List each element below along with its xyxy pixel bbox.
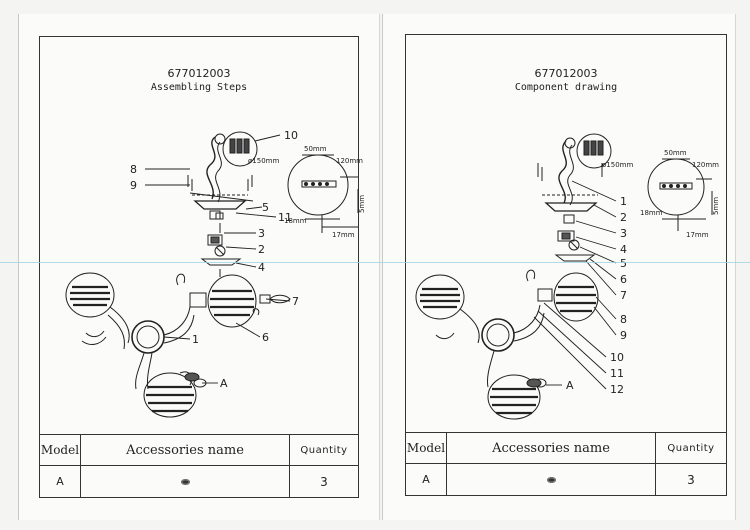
bottom-shade <box>143 371 207 418</box>
dim-17: 17mm <box>686 231 709 239</box>
dim-diameter: ø150mm <box>248 157 279 165</box>
header-quantity: Quantity <box>300 444 348 456</box>
dim-120: 120mm <box>692 161 719 169</box>
label-10: 10 <box>610 351 624 364</box>
accessory-a <box>184 372 200 382</box>
cell-quantity: 3 <box>687 472 695 487</box>
model-number: 677012003 <box>534 67 598 80</box>
label-5: 5 <box>620 257 627 270</box>
label-3: 3 <box>620 227 627 240</box>
canopy-dimension-circle <box>647 158 713 231</box>
left-shade <box>65 272 130 350</box>
accessories-table: Model Accessories name Quantity A 3 <box>406 432 726 495</box>
bottom-shade <box>487 374 547 420</box>
header-accessories: Accessories name <box>81 435 290 465</box>
screw-icon <box>180 478 190 485</box>
component-frame: 677012003 Component drawing <box>405 34 727 496</box>
header-accessories: Accessories name <box>447 433 656 463</box>
screw-icon <box>546 476 556 483</box>
component-subtitle: Component drawing <box>514 82 618 93</box>
cell-accessory <box>81 466 290 497</box>
assembly-frame: 677012003 Assembling Steps <box>39 36 366 498</box>
label-1: 1 <box>192 333 199 346</box>
mounting-parts <box>200 234 242 277</box>
component-diagram: 1 2 3 4 5 6 7 8 9 10 11 12 A ø150mm 50mm… <box>415 133 720 420</box>
center-ring <box>131 306 195 390</box>
label-11: 11 <box>278 211 292 224</box>
scan-artifact-line <box>0 262 750 263</box>
table-header-row: Model Accessories name Quantity <box>40 435 358 466</box>
dim-5: 5mm <box>712 197 720 215</box>
canopy-dimension-circle <box>287 154 359 233</box>
accessories-table: Model Accessories name Quantity A 3 <box>40 434 358 497</box>
label-10: 10 <box>284 129 298 142</box>
label-9: 9 <box>130 179 137 192</box>
dim-18: 18mm <box>284 217 307 225</box>
left-shade <box>415 274 480 344</box>
dim-17: 17mm <box>332 231 355 239</box>
assembly-sheet: 677012003 Assembling Steps <box>18 14 380 520</box>
label-7: 7 <box>620 289 627 302</box>
header-quantity: Quantity <box>667 442 715 454</box>
assembly-subtitle: Assembling Steps <box>150 82 248 93</box>
header-model: Model <box>406 433 447 463</box>
canopy-hook <box>558 137 576 206</box>
cell-model: A <box>40 466 81 497</box>
detail-circle-10 <box>222 131 281 167</box>
label-1: 1 <box>620 195 627 208</box>
label-8: 8 <box>620 313 627 326</box>
leader-lines <box>145 168 291 384</box>
label-11: 11 <box>610 367 624 380</box>
accessory-a <box>526 378 542 388</box>
label-8: 8 <box>130 163 137 176</box>
table-row: A 3 <box>406 464 726 495</box>
label-6: 6 <box>262 331 269 344</box>
label-3: 3 <box>258 227 265 240</box>
label-9: 9 <box>620 329 627 342</box>
cell-model: A <box>406 464 447 495</box>
table-row: A 3 <box>40 466 358 497</box>
assembly-diagram: 10 8 9 5 11 3 2 4 7 1 6 A ø150mm 50mm 12… <box>65 129 366 418</box>
label-7: 7 <box>292 295 299 308</box>
dim-50: 50mm <box>304 145 327 153</box>
leader-lines <box>533 180 617 390</box>
dim-18: 18mm <box>640 209 663 217</box>
header-model: Model <box>40 435 81 465</box>
label-2: 2 <box>258 243 265 256</box>
component-sheet: 677012003 Component drawing <box>382 14 736 520</box>
dim-50: 50mm <box>664 149 687 157</box>
dim-5: 5mm <box>358 195 366 213</box>
ceiling-plate <box>544 202 598 262</box>
side-screws <box>537 163 603 196</box>
cell-quantity: 3 <box>320 474 328 489</box>
label-12: 12 <box>610 383 624 396</box>
dim-120: 120mm <box>336 157 363 165</box>
label-6: 6 <box>620 273 627 286</box>
label-a: A <box>220 377 228 390</box>
label-4: 4 <box>620 243 627 256</box>
dim-diameter: ø150mm <box>602 161 633 169</box>
label-5: 5 <box>262 201 269 214</box>
table-header-row: Model Accessories name Quantity <box>406 433 726 464</box>
label-a: A <box>566 379 574 392</box>
cell-accessory <box>447 464 656 495</box>
right-shade <box>526 269 599 322</box>
bulb-socket <box>252 294 291 316</box>
canopy-hook <box>206 133 226 203</box>
label-4: 4 <box>258 261 265 274</box>
model-number: 677012003 <box>167 67 231 80</box>
detail-circle <box>576 133 612 169</box>
ceiling-plate <box>189 192 254 233</box>
right-shade <box>176 273 257 328</box>
label-2: 2 <box>620 211 627 224</box>
